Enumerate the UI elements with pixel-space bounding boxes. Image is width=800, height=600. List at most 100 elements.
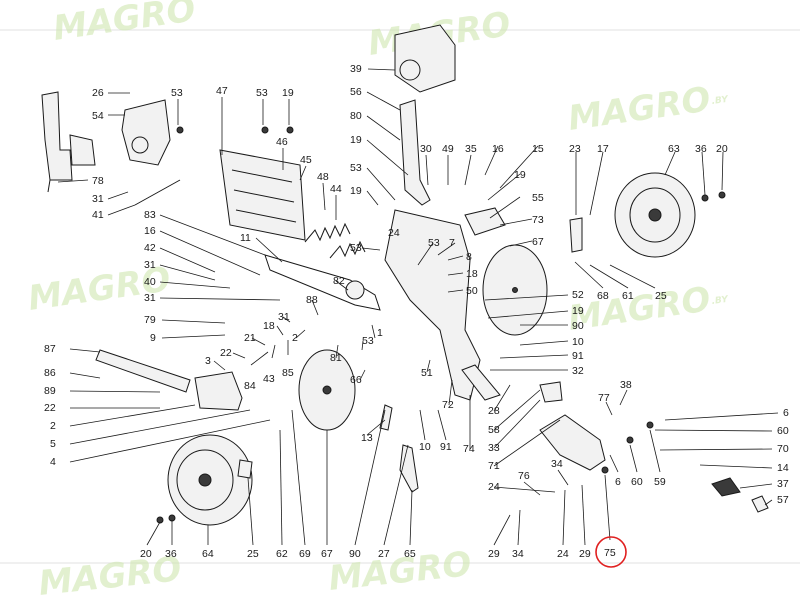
callout-49: 49 bbox=[442, 143, 454, 155]
leader-line bbox=[447, 272, 464, 276]
callout-41: 41 bbox=[92, 209, 104, 221]
callout-29: 29 bbox=[488, 548, 500, 560]
upright-part bbox=[41, 91, 73, 181]
callout-89: 89 bbox=[44, 385, 56, 397]
callout-53: 53 bbox=[428, 237, 440, 249]
callout-22: 22 bbox=[220, 347, 232, 359]
callout-14: 14 bbox=[777, 462, 789, 474]
callout-16: 16 bbox=[144, 225, 156, 237]
leader-line bbox=[464, 154, 472, 186]
callout-70: 70 bbox=[777, 443, 789, 455]
leader-line bbox=[437, 409, 447, 441]
leader-line bbox=[232, 352, 246, 359]
callout-6: 6 bbox=[783, 407, 789, 419]
callout-52: 52 bbox=[572, 289, 584, 301]
callout-31: 31 bbox=[144, 292, 156, 304]
callout-88: 88 bbox=[306, 294, 318, 306]
callout-75: 75 bbox=[604, 547, 616, 559]
leader-line bbox=[366, 91, 401, 111]
sprocket-part bbox=[345, 280, 365, 300]
callout-37: 37 bbox=[777, 478, 789, 490]
callout-1: 1 bbox=[377, 327, 383, 339]
scraper-part bbox=[569, 217, 583, 253]
leader-line bbox=[484, 145, 499, 176]
callout-74: 74 bbox=[463, 443, 475, 455]
leader-line bbox=[499, 218, 533, 226]
callout-6: 6 bbox=[615, 476, 621, 488]
callout-31: 31 bbox=[278, 311, 290, 323]
leader-line bbox=[493, 419, 561, 467]
spring-part bbox=[329, 240, 366, 259]
plate-part bbox=[194, 371, 243, 411]
callout-27: 27 bbox=[378, 548, 390, 560]
callout-13: 13 bbox=[361, 432, 373, 444]
bolt-part bbox=[718, 191, 726, 199]
callout-28: 28 bbox=[488, 405, 500, 417]
callout-34: 34 bbox=[551, 458, 563, 470]
leader-line bbox=[557, 469, 569, 486]
callout-16: 16 bbox=[492, 143, 504, 155]
callout-82: 82 bbox=[333, 275, 345, 287]
callout-53: 53 bbox=[350, 242, 362, 254]
leader-line bbox=[493, 486, 556, 493]
callout-25: 25 bbox=[655, 290, 667, 302]
leader-line bbox=[605, 401, 613, 416]
leader-line bbox=[69, 419, 271, 463]
leader-line bbox=[371, 324, 376, 339]
chain-part bbox=[264, 254, 381, 311]
callout-3: 3 bbox=[205, 355, 211, 367]
leader-line bbox=[159, 281, 231, 289]
callout-10: 10 bbox=[419, 441, 431, 453]
callout-78: 78 bbox=[92, 175, 104, 187]
callout-labels: 26 53 54 47 53 19 46 78 31 41 45 48 44 8… bbox=[44, 63, 789, 560]
callout-2: 2 bbox=[50, 420, 56, 432]
wheel-hub bbox=[648, 208, 662, 222]
callout-21: 21 bbox=[244, 332, 256, 344]
leader-line bbox=[523, 481, 541, 496]
leader-line bbox=[366, 115, 401, 141]
callout-63: 63 bbox=[668, 143, 680, 155]
block-part bbox=[69, 134, 96, 166]
callout-33: 33 bbox=[488, 442, 500, 454]
watermark: MAGRO bbox=[566, 79, 713, 139]
callout-38: 38 bbox=[620, 379, 632, 391]
callout-40: 40 bbox=[144, 276, 156, 288]
bracket-part bbox=[121, 99, 171, 166]
callout-24: 24 bbox=[488, 481, 500, 493]
callout-2: 2 bbox=[292, 332, 298, 344]
leader-line bbox=[409, 489, 413, 546]
callout-19: 19 bbox=[572, 305, 584, 317]
callout-4: 4 bbox=[50, 456, 56, 468]
leader-line bbox=[417, 242, 434, 266]
highlight-circle bbox=[595, 536, 627, 568]
bolt-part bbox=[701, 194, 709, 202]
bolt-part bbox=[176, 126, 184, 134]
leader-line bbox=[484, 294, 569, 301]
callout-72: 72 bbox=[442, 399, 454, 411]
callout-31: 31 bbox=[144, 259, 156, 271]
callout-10: 10 bbox=[572, 336, 584, 348]
frame-slots bbox=[231, 169, 297, 223]
leader-line bbox=[361, 247, 381, 251]
leader-line bbox=[493, 399, 541, 449]
callout-25: 25 bbox=[247, 548, 259, 560]
leader-line bbox=[721, 151, 724, 191]
callout-73: 73 bbox=[532, 214, 544, 226]
callout-42: 42 bbox=[144, 242, 156, 254]
shoe-part bbox=[461, 364, 501, 401]
leader-line bbox=[69, 348, 101, 353]
leader-line bbox=[659, 448, 773, 451]
leader-line bbox=[57, 179, 89, 183]
leader-line bbox=[361, 340, 364, 351]
leader-line bbox=[699, 464, 773, 469]
leader-line bbox=[739, 483, 773, 489]
shaft-part bbox=[134, 179, 181, 206]
leader-line bbox=[654, 429, 773, 432]
leader-line bbox=[437, 242, 456, 256]
callout-80: 80 bbox=[350, 110, 362, 122]
callout-54: 54 bbox=[92, 110, 104, 122]
callout-53: 53 bbox=[256, 87, 268, 99]
callout-48: 48 bbox=[317, 171, 329, 183]
leader-line bbox=[425, 154, 429, 186]
leader-line bbox=[295, 329, 306, 339]
